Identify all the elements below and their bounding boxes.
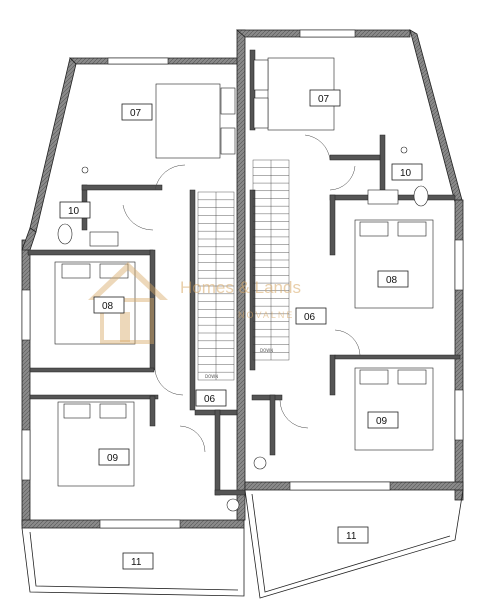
stair-left-label: DOWN: [205, 374, 218, 379]
room-label-10-left: 10: [59, 201, 91, 219]
stair-right: [252, 159, 290, 361]
room-label-10-right: 10: [391, 163, 423, 181]
room-label-09-left: 09: [98, 448, 130, 466]
watermark-text: Homes & Lands: [180, 278, 301, 297]
watermark-subtext: NOVALNE: [238, 310, 294, 320]
svg-text:09: 09: [376, 416, 388, 427]
svg-text:11: 11: [131, 557, 142, 568]
svg-text:08: 08: [386, 275, 398, 286]
interior-walls: [27, 49, 461, 496]
stair-left: [197, 191, 235, 381]
door-swings: [122, 134, 361, 453]
room-label-06-left: 06: [195, 389, 227, 407]
room-label-08-right: 08: [377, 270, 409, 288]
svg-text:07: 07: [130, 108, 142, 119]
room-label-11-left: 11: [122, 552, 154, 570]
room-label-09-right: 09: [367, 411, 399, 429]
svg-text:11: 11: [346, 531, 357, 542]
svg-text:10: 10: [400, 168, 412, 179]
watermark-logo: [88, 262, 168, 344]
svg-text:06: 06: [304, 312, 316, 323]
room-labels: 07 07 10 10 08 08 06 06 09 09 11 11: [59, 89, 423, 570]
balconies: [21, 489, 464, 599]
room-label-07-left: 07: [121, 103, 153, 121]
stair-right-label: DOWN: [260, 348, 273, 353]
room-label-08-left: 08: [93, 296, 125, 314]
svg-text:10: 10: [68, 206, 80, 217]
svg-text:08: 08: [102, 301, 114, 312]
room-label-11-right: 11: [337, 526, 369, 544]
svg-text:09: 09: [107, 453, 119, 464]
svg-text:06: 06: [204, 394, 216, 405]
windows: [21, 29, 464, 529]
room-label-06-right: 06: [295, 307, 327, 325]
svg-text:07: 07: [318, 94, 330, 105]
room-label-07-right: 07: [309, 89, 341, 107]
